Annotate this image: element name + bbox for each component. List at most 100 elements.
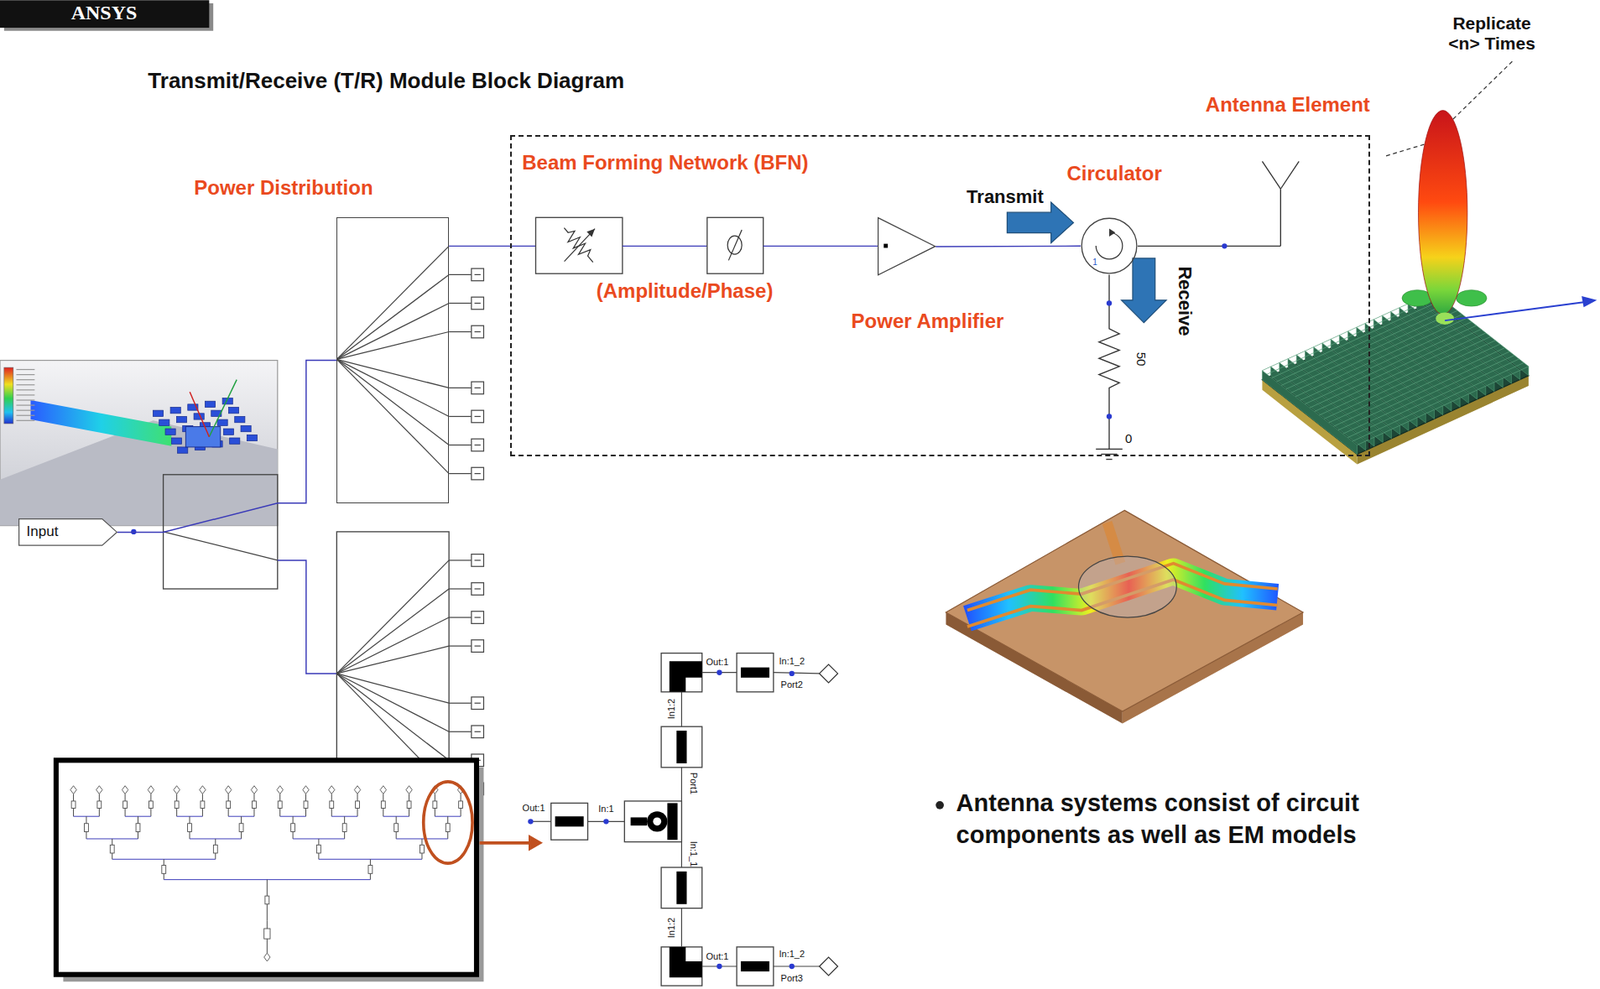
- port-symbol: [471, 381, 485, 395]
- port-symbol: [474, 387, 481, 389]
- array-grid: [1314, 333, 1486, 412]
- tree-element: [368, 865, 373, 875]
- pin-label: In:1_1: [688, 841, 700, 868]
- side-lobe: [1456, 290, 1487, 307]
- wire-dot: [789, 671, 795, 677]
- main-lobe: [1418, 110, 1468, 315]
- tree-element: [316, 844, 321, 854]
- array-grid: [1333, 348, 1505, 428]
- wire-line: [773, 672, 820, 674]
- pin-label: In1:2: [666, 698, 678, 720]
- array-grid: [1286, 310, 1458, 390]
- axis-arrow: [1444, 302, 1584, 321]
- line-element: [740, 667, 770, 678]
- package-pin: [204, 401, 215, 407]
- lobe-base: [1435, 312, 1455, 325]
- array-grid: [1271, 299, 1444, 379]
- tree-port: [70, 786, 77, 795]
- circulator-board: [945, 510, 1303, 712]
- divider-fan: [336, 245, 449, 360]
- port-outline: [18, 518, 117, 546]
- circulator-outline: [1081, 218, 1137, 274]
- port-diamond: [819, 957, 839, 976]
- tee-element: [624, 801, 682, 843]
- inset-frame: [56, 760, 477, 975]
- wire-line: [681, 908, 683, 948]
- em-model-picture: [0, 360, 278, 527]
- bend-element: [661, 947, 703, 986]
- power-divider-box: Power Distribution: [336, 217, 449, 504]
- port-symbol: [471, 583, 485, 596]
- wire-line: [277, 560, 338, 674]
- divider-fan: [336, 332, 449, 360]
- port-stub: [448, 387, 472, 389]
- callout-arrow: [528, 834, 543, 851]
- amplifier-outline: [878, 218, 936, 276]
- array-grid: [1266, 296, 1439, 376]
- package-pin: [229, 437, 240, 444]
- port-symbol: [474, 588, 481, 589]
- antenna-symbol: [1280, 188, 1282, 246]
- tree-element: [239, 823, 244, 833]
- tee-element: [652, 817, 662, 826]
- line-element: [736, 947, 774, 986]
- tree-element: [420, 844, 425, 854]
- wire-dot: [603, 818, 609, 824]
- tree-element: [329, 801, 334, 809]
- divider-fan: [336, 673, 449, 732]
- color-scale-tick: [15, 399, 35, 401]
- color-scale-tick: [15, 369, 35, 371]
- resistor-symbol: [1099, 274, 1120, 449]
- wire-dot: [789, 964, 795, 970]
- port-stub: [448, 559, 472, 561]
- attenuator-arrow: [564, 229, 595, 262]
- port-symbol: [471, 467, 485, 480]
- axis-line: [189, 391, 209, 438]
- bend-element: [661, 653, 703, 693]
- port-stub: [448, 331, 472, 333]
- port-symbol: [474, 703, 481, 704]
- wire-dot: [527, 818, 533, 824]
- input-port: Input: [18, 518, 118, 547]
- array-grid: [1300, 322, 1472, 402]
- resistor-value: 50: [1133, 352, 1148, 367]
- wire-line: [681, 692, 683, 727]
- tree-element: [226, 801, 231, 809]
- divider-fan: [336, 359, 449, 474]
- port-stub: [448, 731, 472, 733]
- color-scale-tick: [15, 394, 35, 396]
- wire-line: [773, 965, 820, 967]
- tree-port: [328, 786, 335, 795]
- tree-element: [200, 801, 205, 809]
- wire-dot: [1106, 300, 1112, 306]
- port-symbol: [474, 274, 481, 276]
- package-pin: [228, 407, 239, 414]
- tree-port: [96, 786, 103, 795]
- line-element: [736, 653, 774, 693]
- antenna-symbol: [1261, 161, 1281, 189]
- tree-element: [187, 823, 193, 833]
- array-grid: [1318, 336, 1491, 416]
- circulator-arrow: [1109, 228, 1116, 237]
- line-element: [740, 961, 770, 972]
- color-scale-tick: [15, 404, 35, 406]
- port-symbol: [474, 645, 481, 647]
- pin-label: Out:1: [706, 950, 730, 962]
- package-pin: [152, 410, 163, 417]
- array-grid: [1295, 317, 1467, 397]
- line-element: [555, 816, 584, 827]
- port-name: Port1: [688, 772, 700, 795]
- port-name: Port2: [781, 679, 803, 691]
- tee-element: [667, 802, 678, 840]
- attenuator-arrow: [586, 229, 595, 238]
- pin-label: Out:1: [706, 656, 730, 668]
- tree-element: [84, 823, 89, 833]
- pin-label: In:1_2: [778, 948, 805, 960]
- color-scale-tick: [15, 410, 35, 412]
- attenuator-symbol: [536, 217, 623, 274]
- port-stub: [448, 645, 472, 647]
- tree-port: [406, 786, 412, 795]
- antenna-label: Antenna Element: [1205, 93, 1371, 117]
- port-stub: [448, 703, 472, 704]
